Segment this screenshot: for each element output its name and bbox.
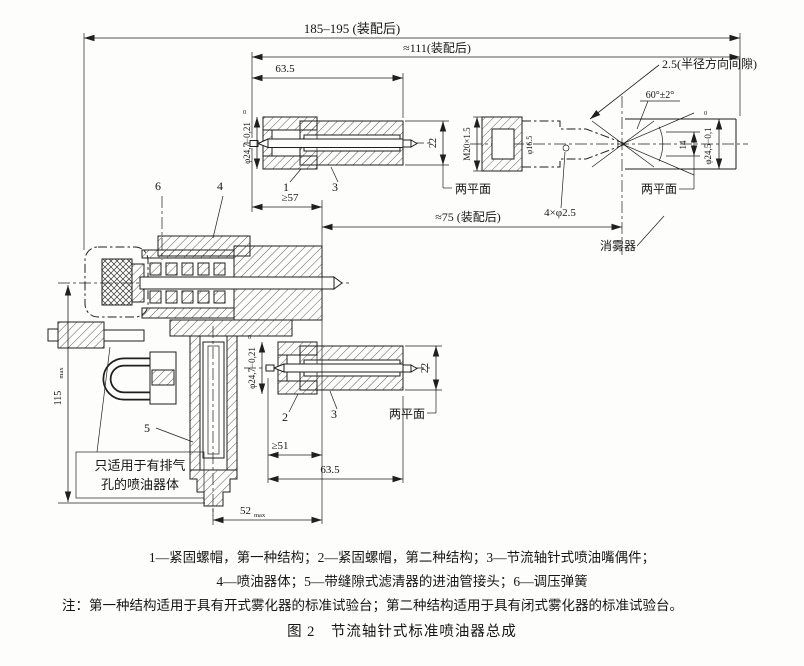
dim-radial-gap: 2.5(半径方向间隙) (662, 56, 757, 71)
nozzle-holder-lower (189, 326, 238, 516)
pintle-tip-2 (265, 364, 275, 372)
dim-across-flats-lower: 22 (420, 363, 431, 373)
technical-drawing: 185–195 (装配后) ≈111(装配后) 63.5 φ24,7−0,21 … (47, 21, 757, 525)
label-two-flats-lower: 两平面 (389, 407, 425, 421)
dim-dia-cap-lower-sup: 0 (248, 334, 251, 341)
figure-caption: 1—紧固螺帽，第一种结构；2—紧固螺帽，第二种结构；3—节流轴针式喷油嘴偶件； … (0, 546, 804, 644)
callout-3-lower: 3 (331, 407, 337, 421)
dim-dia-seat: φ16.5 (525, 136, 534, 155)
dim-dia-cap-upper: φ24,7−0,21 (242, 122, 252, 164)
dim-dia-cap-lower: φ24,7−0,21 (247, 347, 257, 389)
note-box-line2: 孔的喷油器体 (101, 477, 179, 492)
dim-dia-sleeve: φ24,5−0,1 (703, 127, 713, 164)
protective-cap-phantom (84, 246, 149, 318)
needle-2 (283, 363, 404, 373)
spindle-tip (333, 276, 343, 290)
spray-hole (562, 144, 570, 152)
dim-min-57: ≥57 (281, 192, 299, 204)
dim-75: ≈75 (装配后) (435, 210, 501, 224)
mist-eliminator-funnel (591, 96, 737, 258)
spray-detail-section (470, 96, 748, 258)
dim-dia-sleeve-sup: 0 (704, 110, 707, 117)
caption-parts-2: 4—喷油器体；5—带缝隙式滤清器的进油管接头；6—调压弹簧 (216, 574, 588, 589)
inlet-connector (47, 321, 177, 405)
dim-cone-angle: 60°±2° (646, 90, 675, 101)
dim-dia-cap-upper-sup: 0 (243, 109, 246, 116)
pressure-spring-coils (149, 262, 226, 304)
adjusting-nut (101, 258, 133, 306)
note-box-line1: 只适用于有排气 (94, 458, 185, 473)
dim-min-51: ≥51 (271, 440, 288, 452)
dim-52max: 52 (240, 505, 251, 517)
cap-nut-1-bottom (262, 155, 318, 170)
callout-1: 1 (283, 180, 289, 194)
label-two-flats-right: 两平面 (641, 182, 677, 196)
body-flange (169, 319, 293, 337)
caption-note: 注：第一种结构适用于具有开式雾化器的标准试验台；第二种结构适用于具有闭式雾化器的… (62, 598, 683, 613)
label-two-flats-upper: 两平面 (455, 182, 491, 196)
dim-63-5-bottom: 63.5 (320, 464, 340, 476)
dim-63-5-top: 63.5 (275, 63, 295, 75)
dim-overall: 185–195 (装配后) (304, 21, 400, 36)
dim-115max: 115 (53, 391, 64, 406)
cap-nut-2-top (277, 341, 318, 356)
spindle (139, 276, 335, 290)
label-mist-eliminator: 消雾器 (600, 239, 636, 253)
dimensioning: 185–195 (装配后) ≈111(装配后) 63.5 φ24,7−0,21 … (53, 21, 757, 525)
needle-1 (267, 138, 404, 148)
note-box: 只适用于有排气 孔的喷油器体 (75, 346, 205, 499)
callout-2: 2 (282, 410, 288, 424)
lower-nozzle-section (244, 341, 430, 395)
callout-5: 5 (144, 421, 150, 435)
dim-115max-sub: max (58, 367, 65, 379)
callout-3-upper: 3 (332, 180, 338, 194)
upper-nozzle-section (244, 116, 430, 170)
dim-thread: M20×1.5 (462, 127, 472, 161)
dim-holes: 4×φ2.5 (544, 207, 576, 219)
callout-4: 4 (217, 179, 223, 193)
dim-across-flats-upper: 22 (428, 138, 439, 148)
cap-nut-1-top (262, 116, 318, 131)
dim-111: ≈111(装配后) (403, 41, 471, 55)
main-assembly-section (47, 235, 350, 516)
dim-52max-sub: max (254, 512, 266, 519)
dim-14: 14 (678, 140, 688, 150)
figure-title: 图 2 节流轴针式标准喷油器总成 (287, 624, 517, 640)
cap-nut-2-bottom (277, 380, 318, 395)
caption-parts-1: 1—紧固螺帽，第一种结构；2—紧固螺帽，第二种结构；3—节流轴针式喷油嘴偶件； (148, 550, 656, 565)
callout-6: 6 (155, 179, 161, 193)
nozzle-phantom-outline (521, 120, 619, 168)
